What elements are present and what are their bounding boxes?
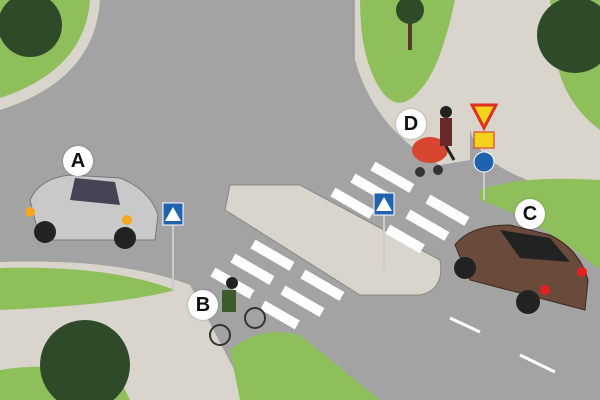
lane-markings	[449, 316, 556, 374]
yield-sign	[469, 103, 499, 132]
pedestrian-d-with-stroller	[412, 106, 456, 177]
tree-trunk	[408, 0, 412, 50]
roundabout-sign	[473, 151, 495, 173]
grass-top-middle	[360, 0, 455, 103]
label-a: A	[63, 146, 93, 176]
crosswalk-sign-left	[162, 202, 184, 290]
car-c	[454, 224, 589, 314]
yield-and-roundabout-signs	[469, 103, 499, 200]
crosswalk-right	[330, 161, 470, 254]
label-b: B	[188, 290, 218, 320]
tree	[396, 0, 424, 24]
label-c: C	[515, 199, 545, 229]
supplementary-sign	[473, 131, 495, 149]
crosswalk-left	[210, 239, 345, 330]
bush	[0, 0, 62, 57]
grass-bottom-middle	[230, 332, 380, 400]
cyclist-b	[209, 277, 266, 346]
bush	[537, 0, 600, 73]
crosswalk-sign-island	[373, 192, 395, 270]
label-d: D	[396, 109, 426, 139]
traffic-island	[224, 184, 442, 296]
grass-bottom-left	[0, 267, 175, 310]
bush	[40, 320, 130, 400]
car-a	[25, 174, 159, 249]
